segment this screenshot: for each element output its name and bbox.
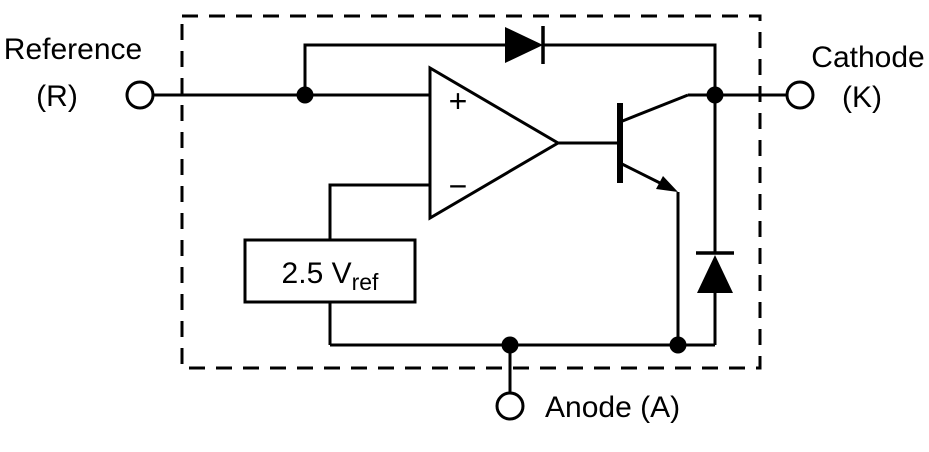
transistor-collector — [619, 93, 689, 124]
vref-box — [243, 238, 417, 304]
cathode-label: Cathode — [811, 41, 924, 74]
reference-label: Reference — [4, 33, 142, 66]
junction-dots — [296, 86, 724, 354]
junction-dot-reference — [296, 86, 314, 104]
npn-transistor-icon — [617, 93, 689, 192]
ic-boundary — [180, 14, 762, 370]
diode-triangle — [505, 27, 543, 63]
opamp-minus-sign: − — [449, 168, 468, 204]
junction-dot-anode — [501, 336, 519, 354]
opamp-symbol: + − — [428, 65, 561, 221]
reference-designator: (R) — [36, 80, 78, 113]
anode-label: Anode (A) — [545, 391, 680, 424]
opamp-plus-sign: + — [449, 83, 468, 119]
wire-feedback-left — [303, 43, 505, 95]
vref-label: 2.5 Vref — [282, 257, 380, 295]
junction-dot-cathode — [706, 86, 724, 104]
protection-diode-icon — [696, 251, 734, 293]
vref-subscript: ref — [352, 269, 379, 295]
transistor-emitter — [619, 161, 665, 187]
wire-inverting-input — [328, 183, 430, 240]
diode-triangle — [697, 255, 733, 293]
anode-terminal — [495, 391, 525, 421]
transistor-emitter-arrow — [656, 176, 678, 192]
wire-feedback-right — [543, 43, 717, 95]
cathode-designator: (K) — [842, 81, 882, 114]
cathode-terminal — [785, 80, 815, 110]
feedback-diode-icon — [505, 26, 545, 64]
junction-dot-emitter — [669, 336, 687, 354]
terminals — [125, 80, 815, 421]
wires — [153, 43, 787, 392]
pin-labels: Reference (R) Cathode (K) Anode (A) — [4, 33, 925, 424]
vref-value: 2.5 V — [282, 257, 352, 290]
opamp-triangle — [428, 65, 561, 221]
reference-terminal — [125, 80, 155, 110]
vref-block: 2.5 Vref — [243, 238, 417, 304]
